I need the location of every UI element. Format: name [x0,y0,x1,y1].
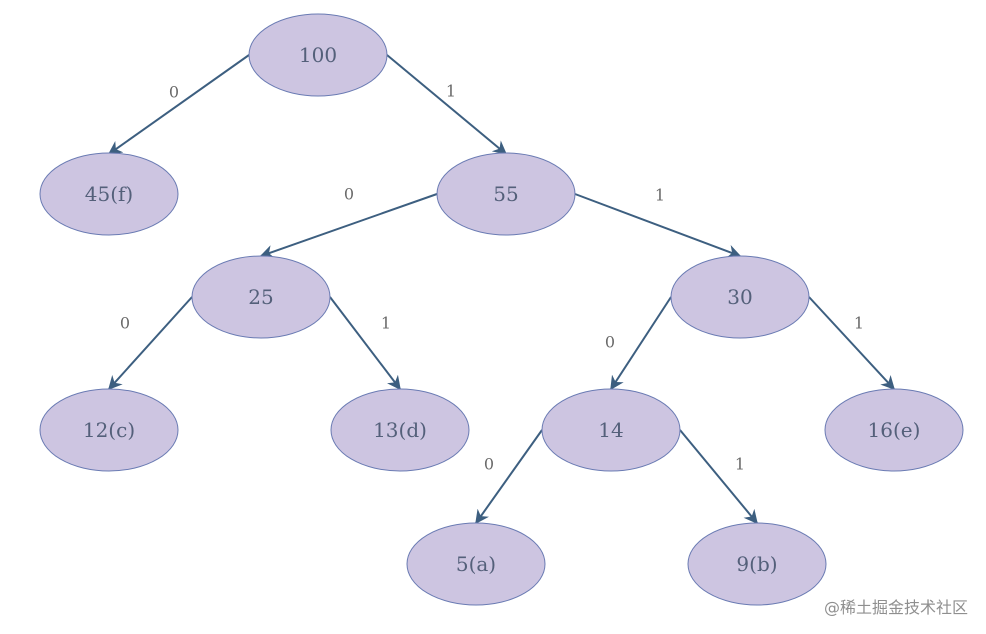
node-label-n45f: 45(f) [85,182,133,206]
edge-label-n100-n55: 1 [446,82,456,101]
node-ellipse-n13d [330,388,470,472]
node-label-n16e: 16(e) [868,418,921,442]
node-ellipse-n9b [687,522,827,606]
node-label-n9b: 9(b) [736,552,777,576]
edge-label-n30-n14: 0 [605,333,615,352]
node-ellipse-n100 [248,13,388,97]
tree-node-n16e: 16(e) [824,388,964,472]
edge-label-n55-n30: 1 [655,186,665,205]
node-ellipse-n55 [436,152,576,236]
edge-n14-n9b [679,429,758,525]
edge-label-n30-n16e: 1 [854,314,864,333]
edge-labels-layer: 0 1 0 1 0 1 0 1 0 1 [120,82,864,474]
node-ellipse-n16e [824,388,964,472]
tree-node-n45f: 45(f) [39,152,179,236]
node-label-n12c: 12(c) [83,418,135,442]
node-ellipse-n45f [39,152,179,236]
tree-node-n100: 100 [248,13,388,97]
edge-label-n25-n13d: 1 [381,314,391,333]
edge-n100-n45f [107,54,250,155]
node-ellipse-n14 [541,388,681,472]
node-label-n13d: 13(d) [373,418,427,442]
edge-n100-n55 [386,54,508,155]
node-label-n30: 30 [727,285,752,309]
tree-node-n13d: 13(d) [330,388,470,472]
edge-n55-n30 [574,193,742,259]
tree-node-n5a: 5(a) [406,522,546,606]
edge-label-n25-n12c: 0 [120,314,130,333]
tree-node-n14: 14 [541,388,681,472]
node-label-n55: 55 [493,182,518,206]
edges-layer [107,54,895,525]
node-ellipse-n5a [406,522,546,606]
tree-node-n55: 55 [436,152,576,236]
node-label-n14: 14 [598,418,623,442]
edge-n30-n14 [610,296,672,391]
edge-n30-n16e [808,296,895,391]
edge-label-n55-n25: 0 [344,185,354,204]
tree-node-n12c: 12(c) [39,388,179,472]
edge-label-n100-n45f: 0 [169,83,179,102]
edge-n25-n13d [329,296,401,391]
node-ellipse-n30 [670,255,810,339]
node-ellipse-n25 [191,255,331,339]
node-label-n25: 25 [248,285,273,309]
node-label-n100: 100 [299,43,337,67]
node-label-n5a: 5(a) [456,552,496,576]
edge-n14-n5a [475,429,543,525]
edge-label-n14-n5a: 0 [484,455,494,474]
tree-node-n30: 30 [670,255,810,339]
tree-node-n25: 25 [191,255,331,339]
watermark-text: @稀土掘金技术社区 [823,598,968,617]
edge-label-n14-n9b: 1 [735,455,745,474]
tree-node-n9b: 9(b) [687,522,827,606]
node-ellipse-n12c [39,388,179,472]
edge-n55-n25 [259,193,438,259]
edge-n25-n12c [108,296,193,391]
